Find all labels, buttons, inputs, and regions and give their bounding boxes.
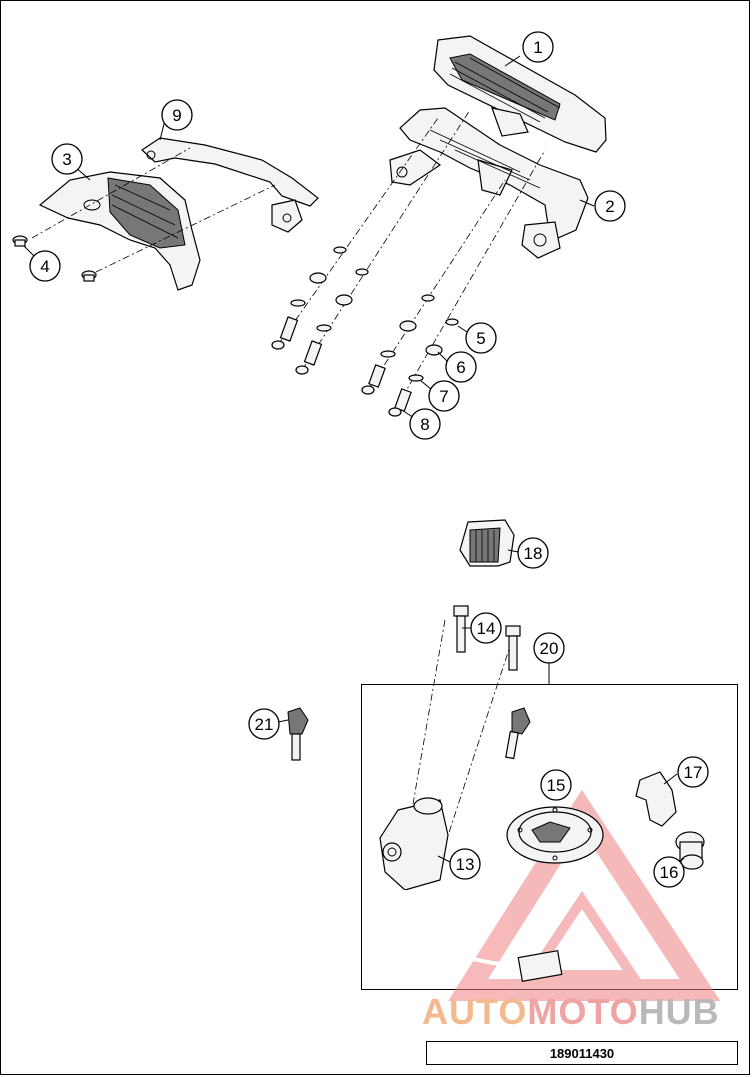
connector-part <box>459 519 515 567</box>
screw-4-right <box>81 270 97 282</box>
watermark-text-hub: HUB <box>638 991 720 1032</box>
callout-5: 5 <box>465 322 497 354</box>
callout-17: 17 <box>677 756 709 788</box>
callout-1: 1 <box>522 31 554 63</box>
svg-text:20: 20 <box>540 639 559 658</box>
hardware-stack-2 <box>295 268 369 375</box>
svg-text:5: 5 <box>476 329 485 348</box>
callout-3: 3 <box>51 143 83 175</box>
document-number-text: 189011430 <box>549 1045 615 1061</box>
svg-text:6: 6 <box>456 358 465 377</box>
screw-14-left <box>453 605 469 653</box>
callout-2: 2 <box>594 190 626 222</box>
document-number: 189011430 <box>426 1041 738 1065</box>
hardware-stack-1 <box>271 246 347 350</box>
svg-text:15: 15 <box>547 776 566 795</box>
fuel-tank-lock-part <box>506 806 604 864</box>
lock-cylinder-part <box>675 831 705 870</box>
ignition-lock-part <box>379 797 563 982</box>
svg-text:16: 16 <box>660 863 679 882</box>
callout-18: 18 <box>517 537 549 569</box>
callout-4: 4 <box>29 250 61 282</box>
watermark-text-moto: MOTO <box>527 991 639 1032</box>
instrument-cluster-part <box>433 35 607 153</box>
holding-bracket-part <box>141 137 319 233</box>
callout-13: 13 <box>449 848 481 880</box>
screw-4-left <box>12 235 28 247</box>
watermark-text-auto: AUTO <box>422 991 528 1032</box>
key-part-21 <box>287 707 309 761</box>
svg-text:1: 1 <box>533 38 542 57</box>
callout-8: 8 <box>409 408 441 440</box>
screw-14-right <box>505 625 521 671</box>
svg-text:4: 4 <box>40 257 49 276</box>
svg-text:7: 7 <box>439 387 448 406</box>
callout-6: 6 <box>445 351 477 383</box>
svg-text:9: 9 <box>172 106 181 125</box>
callout-leader-ticks <box>23 55 685 869</box>
svg-text:14: 14 <box>477 619 496 638</box>
callout-9: 9 <box>161 99 193 131</box>
svg-text:3: 3 <box>62 150 71 169</box>
watermark-logo-text: AUTOMOTOHUB <box>422 992 742 1032</box>
svg-text:13: 13 <box>456 855 475 874</box>
callout-15: 15 <box>540 769 572 801</box>
callout-14: 14 <box>470 612 502 644</box>
key-part-kit <box>505 707 531 760</box>
cover-part <box>38 171 201 291</box>
callout-7: 7 <box>428 380 460 412</box>
callout-21: 21 <box>248 708 280 740</box>
clip-part <box>635 771 677 827</box>
svg-text:17: 17 <box>684 763 703 782</box>
callout-20: 20 <box>533 632 565 664</box>
callout-16: 16 <box>653 856 685 888</box>
hardware-stack-3 <box>361 294 435 395</box>
instrument-bracket-part <box>389 107 589 259</box>
svg-text:8: 8 <box>420 415 429 434</box>
svg-text:21: 21 <box>255 715 274 734</box>
svg-text:18: 18 <box>524 544 543 563</box>
svg-text:2: 2 <box>605 197 614 216</box>
